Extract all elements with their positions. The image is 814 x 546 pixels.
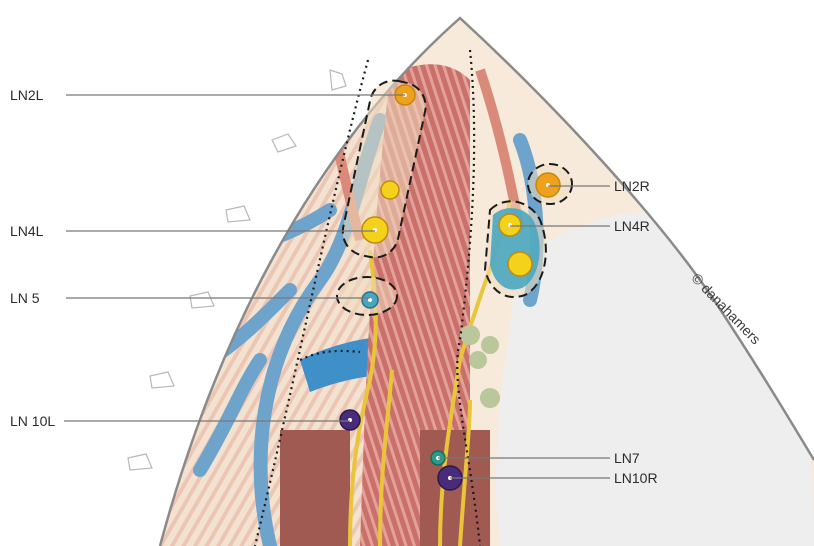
label-ln10r: LN10R <box>614 470 658 486</box>
label-ln5: LN 5 <box>10 290 40 306</box>
node-ln4l-a <box>381 181 399 199</box>
label-ln4l: LN4L <box>10 223 43 239</box>
descending-aorta <box>280 430 350 546</box>
label-ln4r: LN4R <box>614 218 650 234</box>
label-ln2r: LN2R <box>614 178 650 194</box>
node-ln4r-b <box>508 252 532 276</box>
label-ln2l: LN2L <box>10 87 43 103</box>
label-ln7: LN7 <box>614 450 640 466</box>
label-ln10l: LN 10L <box>10 413 55 429</box>
